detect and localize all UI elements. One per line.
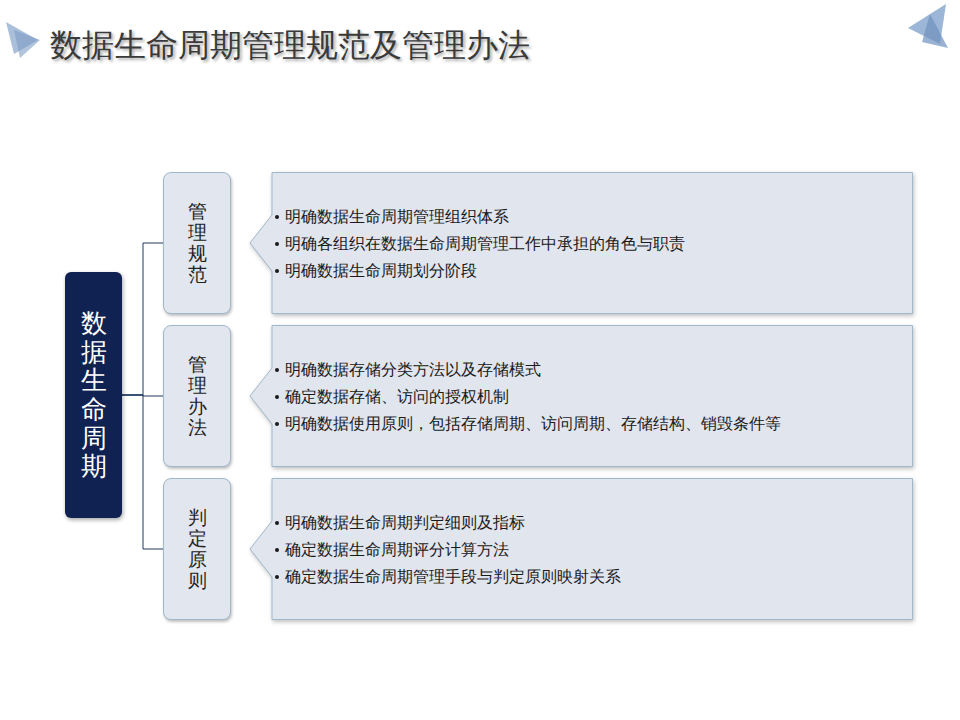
pentagon-shape (250, 326, 913, 467)
pentagon-shape (250, 173, 913, 314)
bullet-text: 明确数据存储分类方法以及存储模式 (274, 356, 897, 383)
pentagon-shape (250, 479, 913, 620)
corner-triangle (922, 14, 948, 48)
bracket-connector (122, 243, 163, 395)
node-label: 数据生命周期 (81, 309, 107, 481)
bullet-text: 明确数据使用原则，包括存储周期、访问周期、存储结构、销毁条件等 (274, 410, 897, 437)
node-label: 管理规范 (188, 201, 207, 285)
corner-triangle (14, 30, 40, 58)
slide-title: 数据生命周期管理规范及管理办法 (50, 24, 530, 68)
category-box: 管理办法 (163, 325, 231, 467)
bullet-text: 确定数据生命周期评分计算方法 (274, 536, 897, 563)
bullet-text: 明确数据生命周期判定细则及指标 (274, 509, 897, 536)
category-box: 管理规范 (163, 172, 231, 314)
content-panel: 明确数据生命周期管理组织体系明确各组织在数据生命周期管理工作中承担的角色与职责明… (250, 172, 913, 314)
bullet-text: 确定数据生命周期管理手段与判定原则映射关系 (274, 563, 897, 590)
content-panel: 明确数据生命周期判定细则及指标确定数据生命周期评分计算方法确定数据生命周期管理手… (250, 478, 913, 620)
bullet-text: 确定数据存储、访问的授权机制 (274, 383, 897, 410)
bullet-text: 明确数据生命周期划分阶段 (274, 257, 897, 284)
content-panel: 明确数据存储分类方法以及存储模式确定数据存储、访问的授权机制明确数据使用原则，包… (250, 325, 913, 467)
node-label: 判定原则 (188, 507, 207, 591)
bullet-text: 明确各组织在数据生命周期管理工作中承担的角色与职责 (274, 230, 897, 257)
node-label: 管理办法 (188, 354, 207, 438)
bullet-text: 明确数据生命周期管理组织体系 (274, 203, 897, 230)
category-box: 判定原则 (163, 478, 231, 620)
bracket-connector (122, 395, 163, 549)
root-box: 数据生命周期 (65, 272, 122, 518)
